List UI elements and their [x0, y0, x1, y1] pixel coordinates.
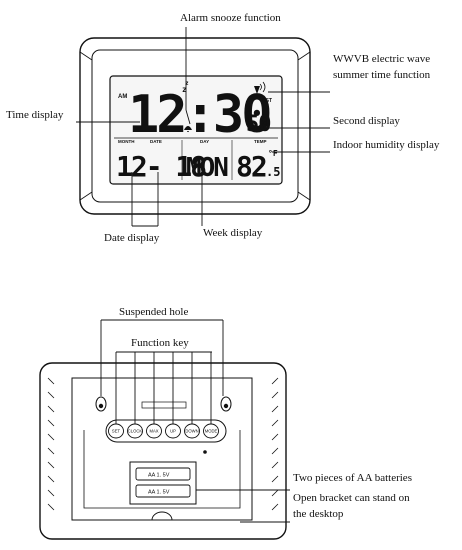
snooze-z-small-icon: z	[185, 80, 189, 87]
function-key-clock-label: CLOCK	[128, 429, 143, 434]
right-vent-slots	[271, 377, 279, 511]
suspended-hole-left-icon	[95, 396, 107, 412]
date-digits: 12- 18	[116, 150, 206, 183]
wwvb-signal-icon	[254, 81, 266, 94]
temp-tag: TEMP	[254, 139, 267, 144]
function-key-mode-label: MODE	[205, 429, 218, 434]
weekday-digits: MON	[186, 153, 228, 183]
label-time-display: Time display	[6, 109, 64, 121]
time-digits: 12:30	[128, 85, 270, 145]
label-bracket-line2: the desktop	[293, 508, 344, 520]
alarm-bell-icon	[184, 126, 192, 132]
label-suspended-hole: Suspended hole	[119, 306, 188, 318]
function-key-up-label: UP	[170, 429, 176, 434]
top-slot	[141, 401, 187, 409]
function-key-set-label: SET	[112, 429, 121, 434]
function-key-down-label: DOWN	[185, 429, 198, 434]
suspended-hole-right-icon	[220, 396, 232, 412]
label-week-display: Week display	[203, 227, 263, 239]
label-wwvb-line1: WWVB electric wave	[333, 53, 430, 65]
seconds-digits: 50	[246, 112, 271, 137]
battery-1	[135, 467, 191, 481]
day-tag: DAY	[200, 139, 209, 144]
battery-1-label: AA 1. 5V	[148, 473, 170, 479]
reset-hole	[203, 450, 207, 454]
front-callout-lines	[76, 27, 330, 227]
ampm-indicator: AM	[118, 94, 127, 100]
bracket-notch	[151, 511, 173, 521]
label-date-display: Date display	[104, 232, 160, 244]
date-tag: DATE	[150, 139, 162, 144]
lcd-screen	[109, 75, 283, 185]
temperature-digits: 82	[236, 150, 266, 183]
label-batteries: Two pieces of AA batteries	[293, 472, 412, 484]
label-second-display: Second display	[333, 115, 400, 127]
label-alarm-snooze: Alarm snooze function	[180, 12, 281, 24]
front-view: AM 12:30 z z DST 50 MONTH DATE DAY TEMP …	[6, 12, 440, 244]
snooze-z-icon: z	[182, 85, 187, 94]
temperature-decimal: .5	[266, 165, 280, 179]
month-tag: MONTH	[118, 139, 135, 144]
left-vent-slots	[47, 377, 55, 511]
temperature-unit: °F	[268, 149, 278, 158]
dst-indicator: DST	[262, 98, 272, 104]
label-function-key: Function key	[131, 337, 189, 349]
label-bracket-line1: Open bracket can stand on	[293, 492, 410, 504]
back-callout-lines	[100, 319, 290, 523]
function-key-max-label: MAX	[149, 429, 158, 434]
back-housing	[39, 362, 287, 540]
label-humidity-display: Indoor humidity display	[333, 139, 440, 151]
label-wwvb-line2: summer time function	[333, 69, 431, 81]
battery-2	[135, 484, 191, 498]
battery-2-label: AA 1. 5V	[148, 490, 170, 496]
